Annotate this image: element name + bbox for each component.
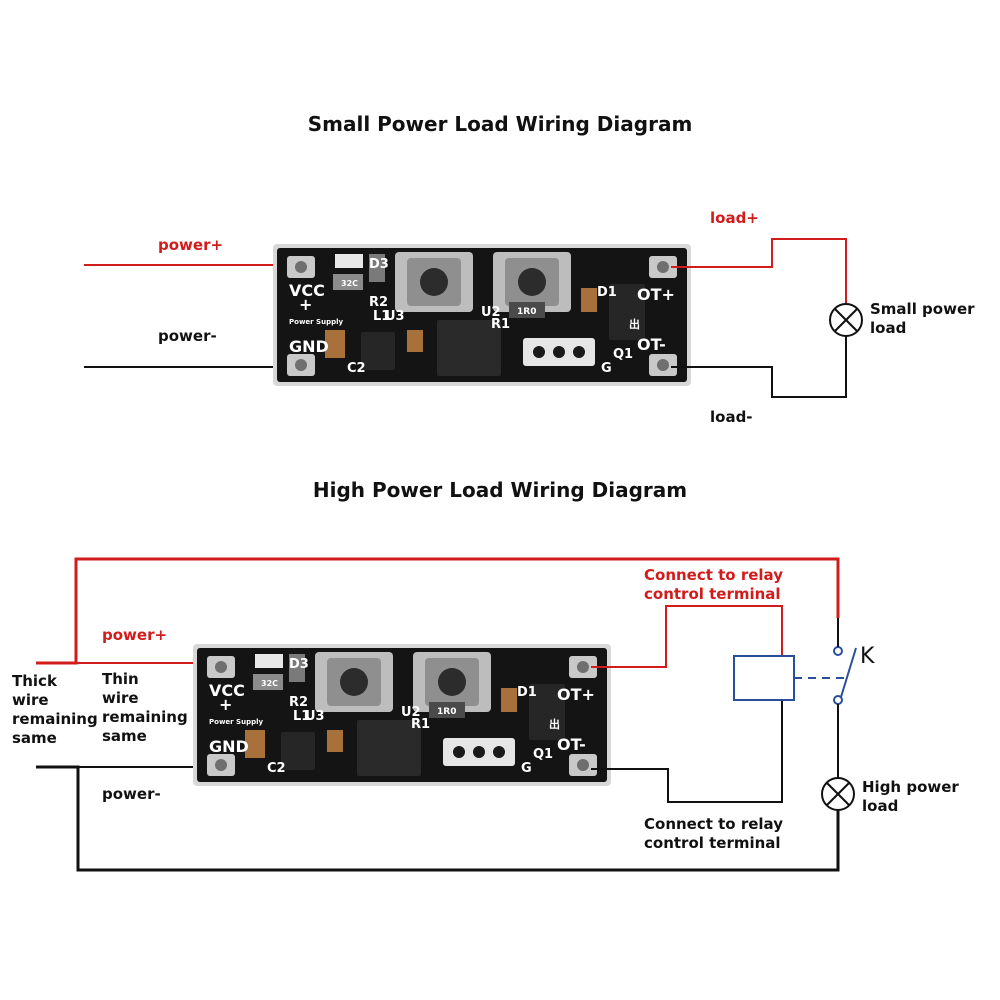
relay-coil-icon [733, 655, 795, 701]
high-power-plus-label: power+ [102, 626, 168, 644]
small-load-plus-label: load+ [710, 209, 759, 227]
relay-control-label-top: Connect to relay control terminal [644, 566, 783, 603]
relay-control-label-bottom: Connect to relay control terminal [644, 815, 783, 852]
thick-power-minus-wire [36, 765, 840, 872]
small-load-minus-label: load- [710, 408, 753, 426]
thick-power-plus-wire [36, 557, 840, 665]
high-pcb-module [193, 644, 611, 786]
relay-switch-icon [833, 618, 857, 778]
small-power-plus-label: power+ [158, 236, 224, 254]
small-load-label: Small power load [870, 300, 975, 337]
high-wiring [36, 557, 857, 872]
small-wiring [84, 238, 863, 398]
relay-control-minus-wire [591, 700, 783, 803]
high-load-label: High power load [862, 778, 959, 815]
relay-control-plus-wire [591, 605, 783, 668]
small-load-minus-wire [671, 336, 847, 398]
small-pcb-module [273, 244, 691, 386]
thick-wire-label: Thick wire remaining same [12, 672, 98, 747]
high-lamp-icon [821, 777, 855, 811]
thin-wire-label: Thin wire remaining same [102, 670, 188, 745]
switch-k-label: K [860, 644, 875, 669]
high-diagram-title: High Power Load Wiring Diagram [312, 478, 688, 502]
small-power-minus-label: power- [158, 327, 217, 345]
small-lamp-icon [829, 303, 863, 337]
small-load-plus-wire [671, 238, 847, 304]
high-power-minus-label: power- [102, 785, 161, 803]
small-diagram-title: Small Power Load Wiring Diagram [307, 112, 693, 136]
